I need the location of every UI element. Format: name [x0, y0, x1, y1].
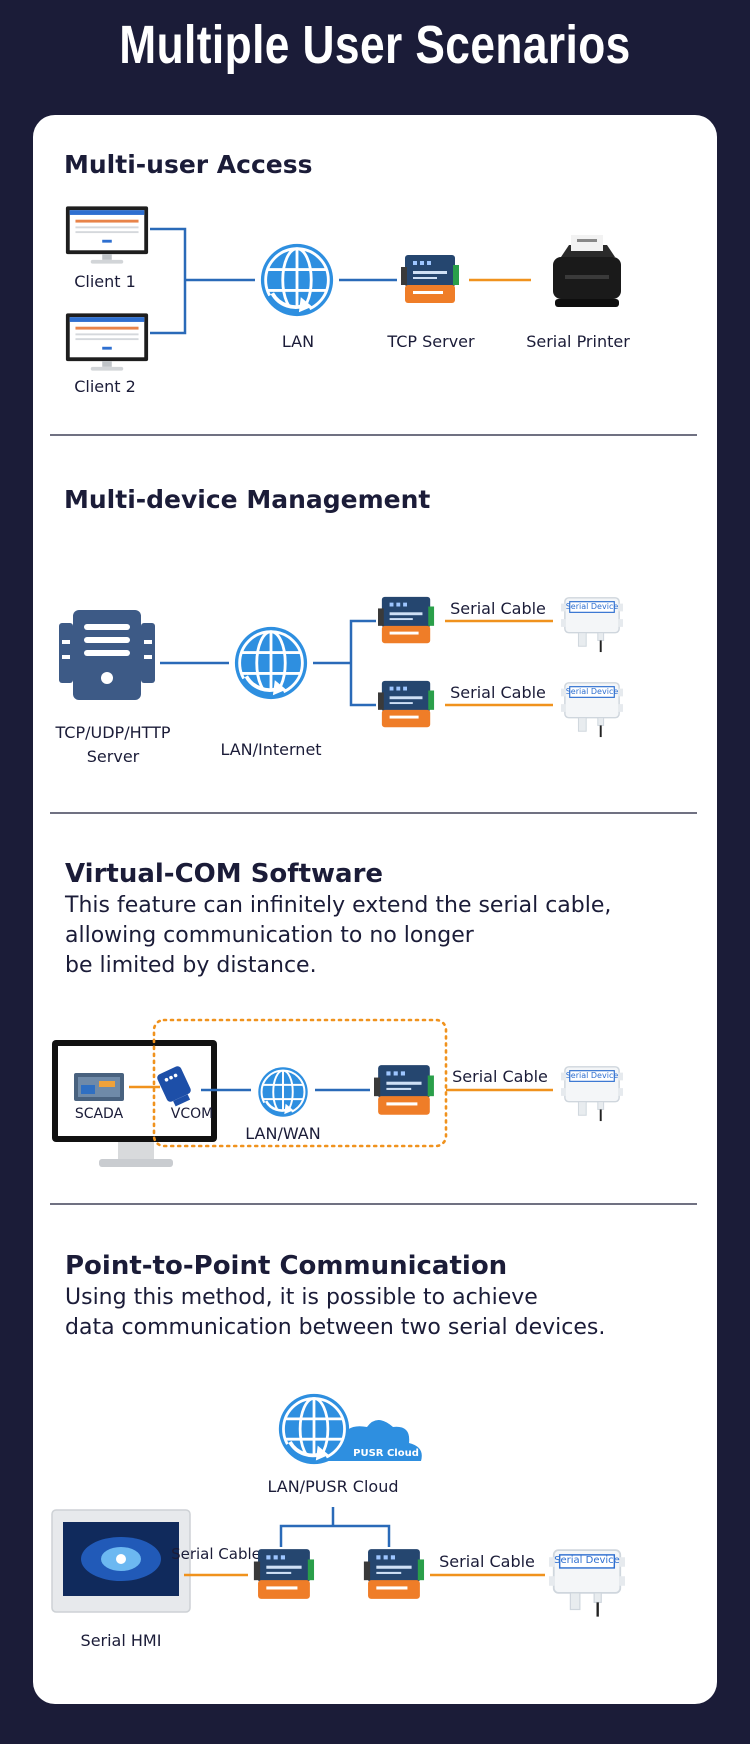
label-client2: Client 2: [74, 377, 136, 396]
label-client1: Client 1: [74, 272, 136, 291]
p2p-desc-line2: data communication between two serial de…: [65, 1315, 605, 1340]
virtual-com-desc-line1: This feature can infinitely extend the s…: [64, 893, 611, 918]
client-bracket-line: [150, 227, 187, 335]
label-serial-cable-right: Serial Cable: [439, 1552, 535, 1571]
serial-device-2-tag: Serial Device: [566, 687, 619, 696]
lan-cloud-globe-icon: [279, 1394, 349, 1464]
client1-monitor-icon: [65, 206, 149, 264]
content-card: Multi-user Access Client 1 Client 2 LAN …: [33, 115, 717, 1704]
label-serial-hmi: Serial HMI: [81, 1631, 162, 1650]
lan-globe-icon: [261, 244, 333, 316]
label-lan: LAN: [282, 332, 314, 351]
scada-icon: [74, 1073, 124, 1101]
label-server-line2: Server: [87, 747, 140, 766]
label-serial-cable-3: Serial Cable: [452, 1067, 548, 1086]
label-vcom: VCOM: [171, 1106, 213, 1122]
label-lan-pusr-cloud: LAN/PUSR Cloud: [267, 1477, 398, 1496]
device-server-2-icon: [378, 680, 435, 728]
label-serial-cable-2: Serial Cable: [450, 683, 546, 702]
vcom-device-server-icon: [374, 1065, 434, 1115]
serial-device-1-tag: Serial Device: [566, 602, 619, 611]
label-serial-cable-left: Serial Cable: [171, 1545, 261, 1563]
device-server-1-icon: [378, 596, 435, 644]
section-heading-multi-user: Multi-user Access: [64, 150, 313, 179]
lan-internet-globe-icon: [235, 627, 307, 699]
vcom-connector-icon: [157, 1066, 191, 1107]
label-server-line1: TCP/UDP/HTTP: [54, 723, 170, 742]
server-icon: [59, 610, 155, 700]
tcp-server-converter-icon: [401, 255, 459, 303]
label-tcp-server: TCP Server: [386, 332, 475, 351]
scenarios-diagram: Multi-user Access Client 1 Client 2 LAN …: [50, 150, 697, 1650]
p2p-converter-2-icon: [363, 1549, 425, 1599]
vcom-dotted-frame: [152, 1018, 448, 1148]
section-heading-multi-device: Multi-device Management: [64, 485, 430, 514]
pc-monitor-icon: [52, 1040, 217, 1167]
p2p-desc-line1: Using this method, it is possible to ach…: [65, 1285, 538, 1310]
label-lan-internet: LAN/Internet: [220, 740, 321, 759]
serial-hmi-icon: [51, 1509, 191, 1613]
virtual-com-desc-line3: be limited by distance.: [65, 953, 317, 978]
link-cloud-converters: [279, 1507, 391, 1547]
label-lan-wan: LAN/WAN: [245, 1124, 320, 1143]
serial-device-3-tag: Serial Device: [566, 1071, 619, 1080]
serial-device-4-tag: Serial Device: [554, 1555, 620, 1566]
virtual-com-desc-line2: allowing communication to no longer: [65, 923, 475, 948]
link-lan-devices: [313, 619, 376, 707]
section-heading-virtual-com: Virtual-COM Software: [65, 859, 383, 889]
serial-printer-icon: [553, 235, 621, 307]
label-serial-cable-1: Serial Cable: [450, 599, 546, 618]
label-serial-printer: Serial Printer: [526, 332, 630, 351]
page-title: Multiple User Scenarios: [119, 15, 631, 75]
pusr-cloud-badge: PUSR Cloud: [353, 1448, 419, 1459]
section-heading-point-to-point: Point-to-Point Communication: [65, 1251, 507, 1281]
label-scada: SCADA: [75, 1106, 124, 1122]
client2-monitor-icon: [65, 313, 149, 371]
lan-wan-globe-icon: [258, 1067, 307, 1116]
p2p-converter-1-icon: [253, 1549, 315, 1599]
